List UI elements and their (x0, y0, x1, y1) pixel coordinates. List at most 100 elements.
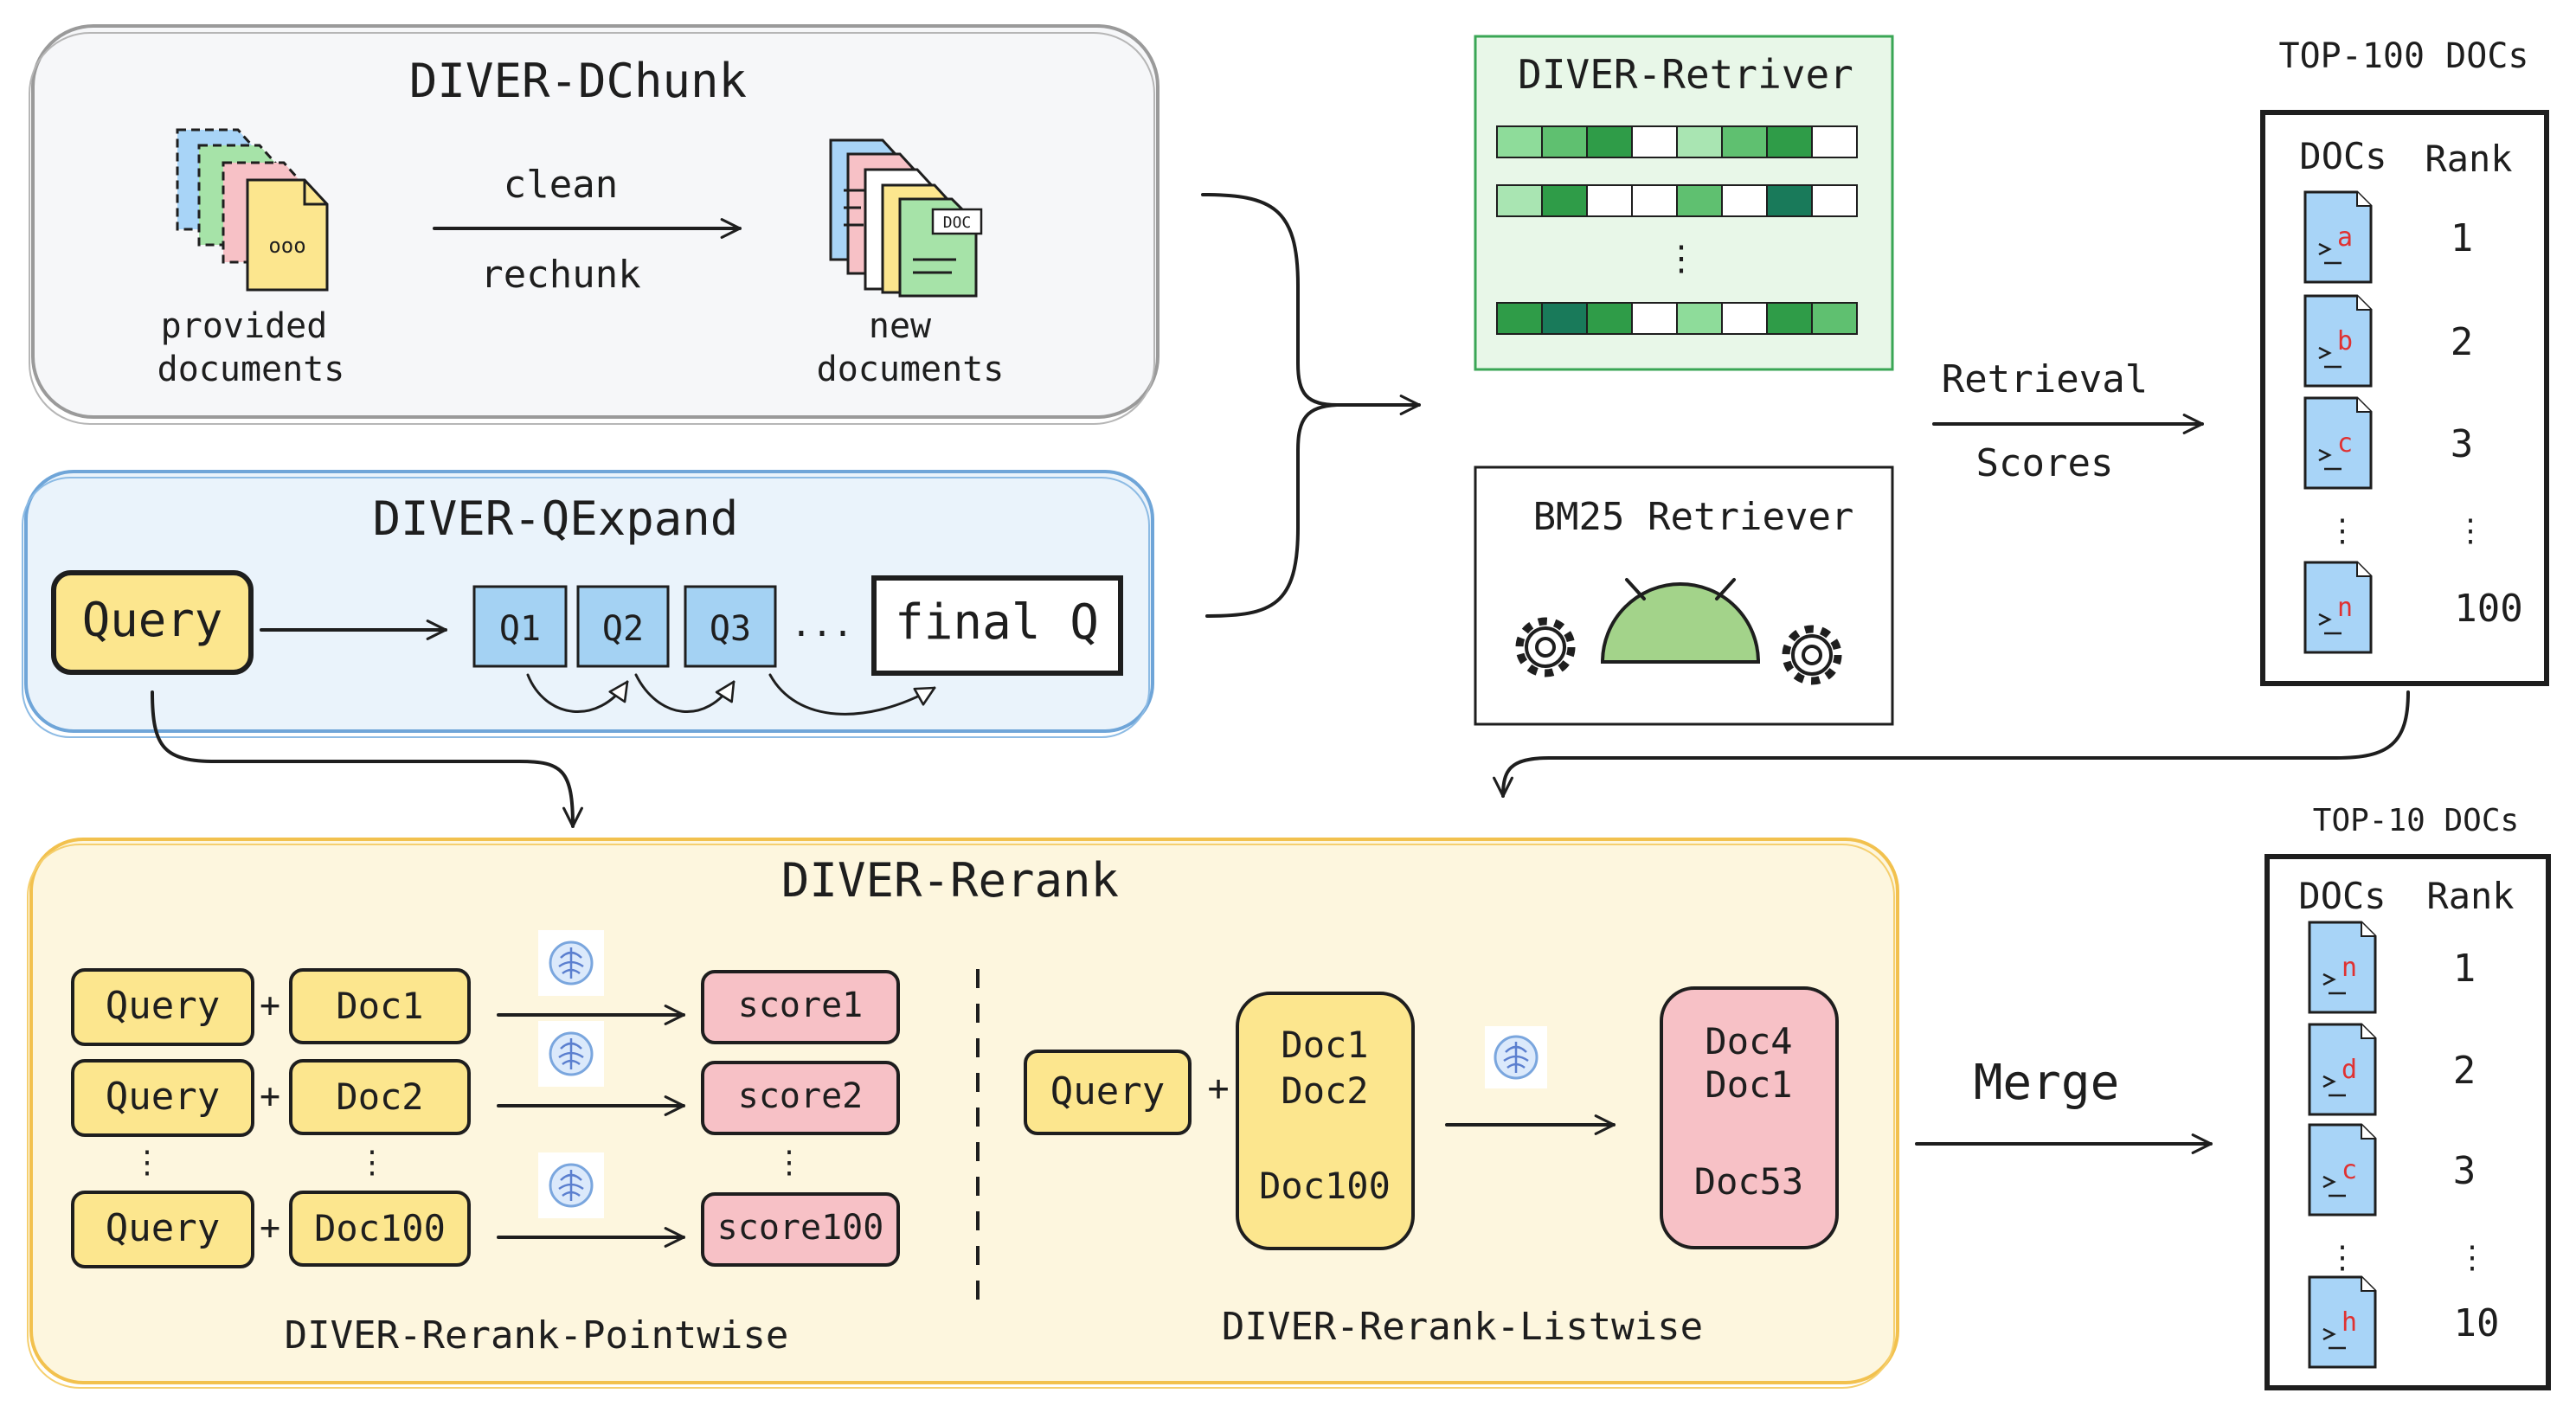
embedding-cell (1721, 125, 1768, 158)
rank-value: 100 (2454, 587, 2522, 631)
pointwise-query-box (71, 1059, 254, 1137)
rechunk-label: rechunk (480, 253, 640, 297)
embedding-cell (1676, 125, 1723, 158)
llm-brain-icon (538, 1152, 604, 1218)
retrieval-label-2: Scores (1976, 441, 2114, 485)
listwise-out-doc53: Doc53 (1694, 1160, 1803, 1203)
q3-to-final-curve (768, 673, 936, 716)
embedding-cell (1586, 184, 1633, 217)
listwise-in-doc2: Doc2 (1281, 1069, 1368, 1112)
gear-icon (1515, 617, 1576, 677)
rerank-title: DIVER-Rerank (781, 853, 1119, 908)
q2-label: Q2 (602, 609, 644, 649)
embedding-cell (1676, 184, 1723, 217)
llm-brain-icon (538, 930, 604, 996)
embedding-cell (1766, 184, 1813, 217)
rank-value: 2 (2451, 320, 2474, 364)
listwise-in-doc100: Doc100 (1259, 1165, 1391, 1207)
final-q-label: final Q (895, 594, 1099, 651)
rank-value: 3 (2453, 1149, 2476, 1193)
bm25-retriever-box: BM25 Retriever (1474, 465, 1894, 726)
embedding-rows (1496, 125, 1858, 335)
top100-title: TOP-100 DOCs (2279, 36, 2529, 76)
rank-value: 1 (2453, 947, 2476, 991)
top10-col-docs: DOCs (2298, 875, 2386, 917)
score-label: score100 (717, 1208, 884, 1248)
listwise-in-doc1: Doc1 (1281, 1024, 1368, 1066)
top100-to-rerank-arrow (1493, 690, 2410, 798)
document-icon: n (2308, 921, 2377, 1014)
q3-box (684, 585, 777, 668)
pointwise-vdots-doc: ⋮ (357, 1145, 388, 1180)
listwise-label: DIVER-Rerank-Listwise (1222, 1305, 1703, 1349)
embedding-cell (1541, 302, 1588, 335)
plus-sign: + (260, 985, 280, 1025)
embedding-cell (1766, 125, 1813, 158)
top100-col-docs: DOCs (2299, 135, 2386, 177)
embedding-cell (1496, 184, 1543, 217)
embedding-cell (1586, 302, 1633, 335)
provided-documents-icon: ooo (176, 128, 329, 292)
listwise-input-docs-box (1236, 992, 1415, 1250)
doc-letter: h (2342, 1307, 2357, 1338)
qexpand-panel: DIVER-QExpand Query Q1 Q2 Q3 ... final Q (22, 470, 1154, 738)
top100-vdots-docs: ⋮ (2327, 513, 2358, 549)
doc-letter: d (2342, 1055, 2357, 1085)
listwise-query-label: Query (1050, 1069, 1165, 1114)
new-label-2: documents (817, 350, 1005, 389)
q2-box (576, 585, 670, 668)
pointwise-label: DIVER-Rerank-Pointwise (285, 1313, 789, 1358)
rank-value: 2 (2453, 1049, 2476, 1093)
pointwise-doc-box (289, 1059, 471, 1135)
embedding-cell (1631, 125, 1678, 158)
top100-vdots-rank: ⋮ (2455, 513, 2486, 549)
query-label: Query (82, 593, 223, 647)
clean-label: clean (504, 163, 618, 207)
pointwise-query-box (71, 968, 254, 1046)
pointwise-doc-box (289, 1191, 471, 1267)
doc-tag: DOC (943, 214, 972, 232)
embedding-cell (1541, 125, 1588, 158)
doc-letter: c (2342, 1155, 2357, 1185)
pointwise-query-label: Query (106, 1075, 220, 1119)
plus-sign: + (260, 1208, 280, 1248)
document-icon: a (2303, 190, 2373, 284)
embedding-cell (1496, 302, 1543, 335)
top100-col-rank: Rank (2425, 138, 2512, 180)
embedding-cell (1721, 184, 1768, 217)
dchunk-panel: DIVER-DChunk ooo provided documents clea… (29, 24, 1160, 425)
android-dome-icon (1600, 582, 1761, 664)
doc-letter: n (2337, 593, 2353, 623)
provided-label-2: documents (157, 350, 345, 389)
score-box (701, 1061, 900, 1135)
pointwise-doc-box (289, 968, 471, 1044)
llm-brain-icon (538, 1021, 604, 1087)
new-label-1: new (869, 306, 932, 346)
bracket-arrow (1201, 193, 1339, 618)
dchunk-title: DIVER-DChunk (409, 54, 747, 108)
pointwise-query-box (71, 1191, 254, 1268)
q1-label: Q1 (499, 609, 541, 649)
document-icon: n (2303, 561, 2373, 654)
score-label: score2 (738, 1076, 864, 1116)
doc-letter: c (2337, 428, 2353, 459)
plus-sign: + (260, 1076, 280, 1116)
dots-label: ooo (268, 234, 305, 258)
top10-vdots-docs: ⋮ (2327, 1240, 2358, 1275)
doc-letter: n (2342, 953, 2357, 983)
doc-letter: b (2337, 326, 2353, 356)
document-icon: c (2308, 1123, 2377, 1217)
rank-value: 1 (2451, 216, 2474, 260)
embedding-cell (1676, 302, 1723, 335)
retrieval-label-1: Retrieval (1942, 357, 2148, 401)
embedding-cell (1496, 125, 1543, 158)
retriever-vdots: ⋮ (1664, 239, 1699, 279)
top10-vdots-rank: ⋮ (2457, 1240, 2488, 1275)
q2-to-q3-curve (634, 673, 736, 713)
q3-label: Q3 (710, 609, 751, 649)
